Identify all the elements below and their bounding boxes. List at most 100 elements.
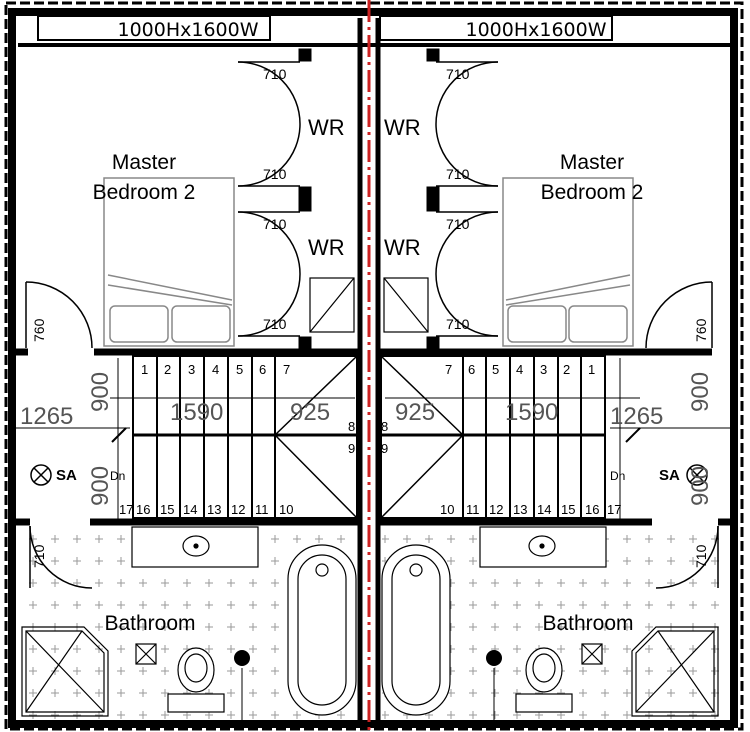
- stair-numbers-lower-right: 10 11 12 13 14 15 16 17: [440, 502, 621, 517]
- interior-walls: [16, 348, 730, 526]
- party-wall: [357, 0, 381, 732]
- door-label-wr3-left: 710: [263, 216, 287, 232]
- vanity-right: [479, 526, 607, 568]
- bed-right: [502, 177, 634, 347]
- step-number: 11: [255, 502, 269, 517]
- step-number: 10: [440, 502, 454, 517]
- hall-dimension-left: 1265: [20, 403, 73, 430]
- smoke-alarm-label-right: SA: [659, 467, 680, 484]
- step-number: 3: [540, 362, 547, 377]
- landing-dimension-right: 925: [395, 399, 435, 426]
- wardrobe-label-2-left: WR: [308, 235, 345, 260]
- step-number: 11: [466, 502, 480, 517]
- step-number: 5: [492, 362, 499, 377]
- hall-dimension-right: 1265: [610, 403, 663, 430]
- step-number: 16: [585, 502, 599, 517]
- smoke-alarm-left: [30, 464, 52, 486]
- step-number: 13: [513, 502, 527, 517]
- stair-direction-right: Dn: [610, 469, 625, 483]
- window-left: 1000Hx1600W: [37, 15, 271, 41]
- smoke-alarm-label-left: SA: [56, 467, 77, 484]
- step-number: 17: [607, 502, 621, 517]
- step-number-9-right: 9: [381, 441, 388, 456]
- stair-right: [380, 355, 606, 519]
- step-number: 12: [231, 502, 245, 517]
- step-number: 4: [516, 362, 523, 377]
- toilet-right: [515, 647, 573, 713]
- bedroom-title-right-line2: Bedroom 2: [541, 181, 644, 204]
- step-number: 17: [119, 502, 133, 517]
- stair-numbers-upper-left: 1 2 3 4 5 6 7: [141, 362, 290, 377]
- shower-right: [631, 626, 719, 717]
- step-number: 10: [279, 502, 293, 517]
- stair-numbers-upper-right: 7 6 5 4 3 2 1: [445, 362, 595, 377]
- door-label-wr1-left: 710: [263, 66, 287, 82]
- window-right: 1000Hx1600W: [379, 15, 613, 41]
- step-number-9-left: 9: [348, 441, 355, 456]
- smoke-alarm-right: [686, 464, 708, 486]
- door-label-bedroom-right: 760: [693, 318, 709, 342]
- bathroom-title-left: Bathroom: [104, 612, 195, 635]
- stair-direction-left: Dn: [110, 469, 125, 483]
- step-number: 2: [563, 362, 570, 377]
- step-number: 1: [141, 362, 148, 377]
- step-number: 14: [183, 502, 197, 517]
- outer-walls: [4, 1, 744, 731]
- stair-width-upper-right: 900: [687, 372, 714, 412]
- stair-run-dimension-right: 1590: [505, 399, 558, 426]
- stair-numbers-lower-left: 17 16 15 14 13 12 11 10: [119, 502, 293, 517]
- door-label-wr1-right: 710: [446, 66, 470, 82]
- wardrobe-label-1-left: WR: [308, 115, 345, 140]
- bathroom-title-right: Bathroom: [542, 612, 633, 635]
- exhaust-boxes: [135, 643, 603, 665]
- bathroom-doors: [29, 525, 719, 589]
- window-label-left: 1000Hx1600W: [117, 19, 258, 41]
- step-number: 13: [207, 502, 221, 517]
- wardrobe-partitions: [298, 48, 440, 350]
- step-number: 7: [445, 362, 452, 377]
- door-label-wr2-right: 710: [446, 166, 470, 182]
- bedroom-doors: [25, 281, 713, 349]
- bed-left: [103, 177, 235, 347]
- wardrobe-label-1-right: WR: [384, 115, 421, 140]
- step-number: 16: [136, 502, 150, 517]
- wardrobe-doors-left: [237, 61, 301, 337]
- step-number: 3: [188, 362, 195, 377]
- step-number-8-left: 8: [348, 419, 355, 434]
- vanity-left: [131, 526, 259, 568]
- linen-boxes: [309, 277, 429, 333]
- wardrobe-label-2-right: WR: [384, 235, 421, 260]
- floor-wastes: [234, 650, 502, 720]
- step-number: 7: [283, 362, 290, 377]
- shower-left: [21, 626, 109, 717]
- bedroom-title-left-line2: Bedroom 2: [93, 181, 196, 204]
- landing-dimension-left: 925: [290, 399, 330, 426]
- bedroom-title-left-line1: Master: [112, 151, 176, 174]
- door-label-bathroom-right: 710: [693, 544, 709, 568]
- step-number: 2: [164, 362, 171, 377]
- step-number: 14: [537, 502, 551, 517]
- door-label-wr3-right: 710: [446, 216, 470, 232]
- step-number-8-right: 8: [381, 419, 388, 434]
- toilet-left: [167, 647, 225, 713]
- bath-right: [381, 544, 451, 716]
- door-label-bathroom-left: 710: [31, 544, 47, 568]
- step-number: 4: [212, 362, 219, 377]
- step-number: 15: [160, 502, 174, 517]
- door-label-bedroom-left: 760: [31, 318, 47, 342]
- step-number: 12: [489, 502, 503, 517]
- wardrobe-doors-right: [435, 61, 499, 337]
- stair-run-dimension-left: 1590: [170, 399, 223, 426]
- stair-left: [132, 355, 358, 519]
- stair-width-lower-right: 900: [687, 466, 714, 506]
- stair-width-lower-left: 900: [87, 466, 114, 506]
- dimension-lines: [15, 358, 735, 520]
- step-number: 5: [236, 362, 243, 377]
- step-number: 15: [561, 502, 575, 517]
- step-number: 6: [468, 362, 475, 377]
- door-label-wr4-left: 710: [263, 316, 287, 332]
- door-label-wr4-right: 710: [446, 316, 470, 332]
- step-number: 1: [588, 362, 595, 377]
- window-label-right: 1000Hx1600W: [465, 19, 606, 41]
